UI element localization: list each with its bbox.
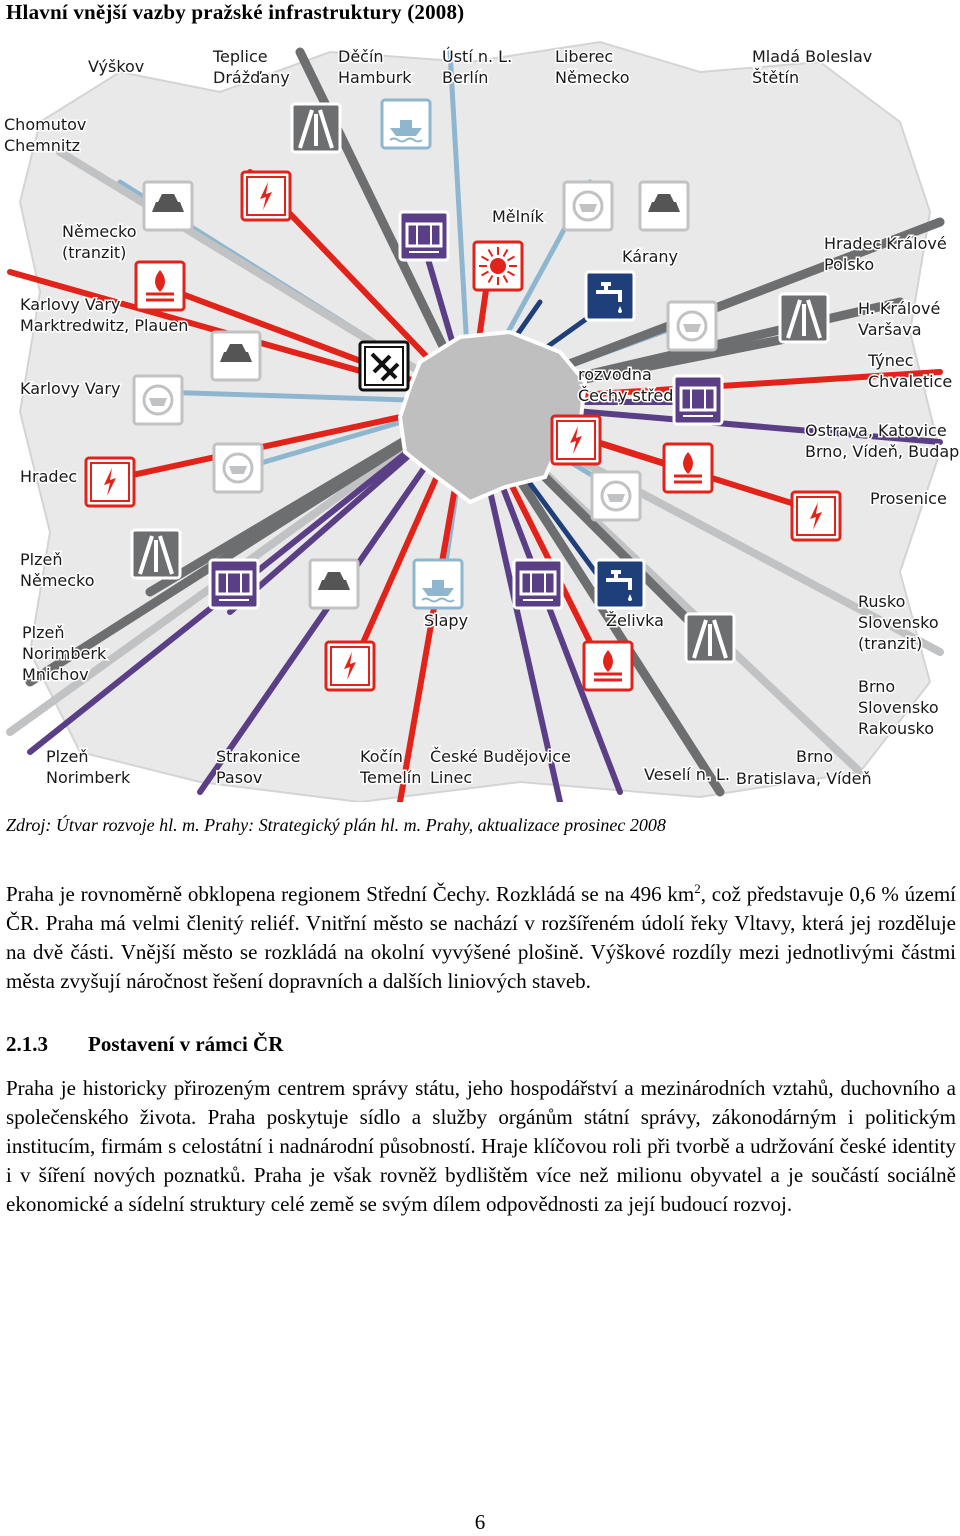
ship-icon bbox=[380, 98, 432, 150]
motorway-icon bbox=[778, 292, 830, 344]
map-label: Ústí n. L.Berlín bbox=[442, 47, 512, 87]
section-title: Postavení v rámci ČR bbox=[88, 1032, 284, 1056]
water-icon bbox=[584, 270, 636, 322]
paragraph-intro-b: , což představuje 0,6 % území ČR. Praha … bbox=[6, 882, 956, 993]
rail-icon bbox=[208, 558, 260, 610]
road-icon bbox=[210, 330, 262, 382]
electric-icon bbox=[324, 640, 376, 692]
telecom-icon bbox=[666, 300, 718, 352]
rail-icon bbox=[672, 374, 724, 426]
rail-icon bbox=[398, 210, 450, 262]
map-label: Slapy bbox=[424, 611, 468, 630]
water-icon bbox=[594, 558, 646, 610]
map-label: Mělník bbox=[492, 207, 545, 226]
gas-icon bbox=[662, 442, 714, 494]
map-label: Bratislava, Vídeň bbox=[736, 769, 872, 788]
gas-icon bbox=[134, 260, 186, 312]
map-label: Německo(tranzit) bbox=[62, 222, 137, 262]
paragraph-intro-a: Praha je rovnoměrně obklopena regionem S… bbox=[6, 882, 695, 906]
prague-city-shape bbox=[397, 329, 588, 505]
map-label: Karlovy Vary bbox=[20, 379, 120, 398]
road-icon bbox=[308, 558, 360, 610]
plane-icon bbox=[358, 340, 410, 392]
electric-icon bbox=[84, 456, 136, 508]
telecom-icon bbox=[562, 180, 614, 232]
map-label: Kárany bbox=[622, 247, 678, 266]
gas-icon bbox=[582, 640, 634, 692]
ship-icon bbox=[412, 558, 464, 610]
paragraph-position: Praha je historicky přirozeným centrem s… bbox=[6, 1076, 956, 1216]
motorway-icon bbox=[290, 102, 342, 154]
map-label: Výškov bbox=[88, 57, 144, 76]
road-icon bbox=[142, 180, 194, 232]
motorway-icon bbox=[684, 612, 736, 664]
sun-icon bbox=[472, 240, 524, 292]
section-number: 2.1.3 bbox=[6, 1032, 48, 1056]
telecom-icon bbox=[590, 470, 642, 522]
map-label: Brno bbox=[796, 747, 833, 766]
section-heading: 2.1.3 Postavení v rámci ČR bbox=[6, 1032, 283, 1057]
telecom-icon bbox=[132, 374, 184, 426]
telecom-icon bbox=[212, 442, 264, 494]
rail-icon bbox=[512, 558, 564, 610]
electric-icon bbox=[550, 414, 602, 466]
road-icon bbox=[638, 180, 690, 232]
page-title: Hlavní vnější vazby pražské infrastruktu… bbox=[6, 0, 465, 24]
electric-icon bbox=[790, 490, 842, 542]
map-label: Hradec bbox=[20, 467, 77, 486]
superscript: 2 bbox=[694, 881, 701, 896]
page-number: 6 bbox=[474, 1510, 486, 1534]
map-label: Veselí n. L. bbox=[644, 765, 730, 784]
electric-icon bbox=[240, 170, 292, 222]
map-icons bbox=[84, 98, 842, 692]
paragraph-intro: Praha je rovnoměrně obklopena regionem S… bbox=[6, 874, 956, 996]
motorway-icon bbox=[130, 528, 182, 580]
figure-caption: Zdroj: Útvar rozvoje hl. m. Prahy: Strat… bbox=[6, 815, 666, 835]
map-label: Želivka bbox=[606, 611, 664, 630]
map-label: Prosenice bbox=[870, 489, 947, 508]
